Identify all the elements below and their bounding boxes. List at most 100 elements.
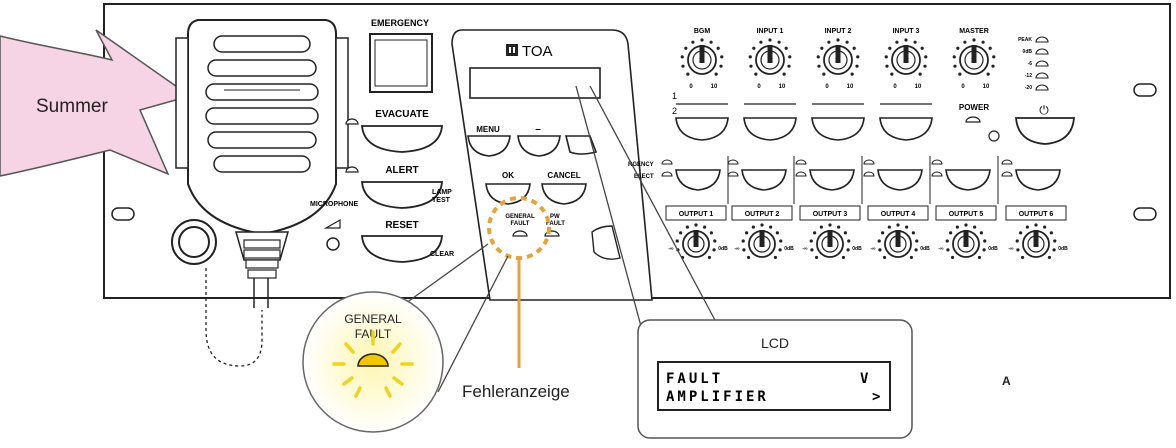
zone-select-button[interactable]: [1015, 169, 1061, 191]
summer-label: Summer: [36, 96, 108, 117]
figure-letter: A: [1002, 374, 1011, 388]
emergency-button-inner: [374, 39, 428, 87]
microphone-label: MICROPHONE: [310, 201, 359, 208]
knob-max-label: 10: [779, 84, 786, 90]
knob-max-label: 10: [915, 84, 922, 90]
general-fault-small-label-1: GENERAL: [505, 214, 535, 220]
alert-lamp: [345, 166, 359, 173]
general-fault-callout-line-b: [437, 255, 509, 393]
knob-min-label: 0: [825, 84, 829, 90]
knob-min-label: 0: [961, 84, 965, 90]
microphone: [175, 19, 349, 367]
row-select-button[interactable]: [675, 117, 729, 141]
knob-input-2[interactable]: [816, 38, 860, 76]
knob-input-1[interactable]: [748, 38, 792, 76]
microphone-strain-relief: [243, 239, 281, 279]
reset-button[interactable]: [361, 235, 443, 263]
meter-lamp: [1035, 72, 1049, 79]
next-button-partial[interactable]: [564, 135, 598, 155]
meter-label: PEAK: [1018, 37, 1032, 43]
mic-level-icon: [323, 218, 341, 229]
clear-label: CLEAR: [430, 251, 454, 258]
row-1-label: 1: [672, 91, 677, 101]
minus-button[interactable]: [517, 135, 561, 157]
power-label: POWER: [959, 103, 989, 112]
rack-slot-left: [111, 207, 135, 221]
lcd-screen: [657, 361, 891, 411]
zone-select-button[interactable]: [675, 169, 721, 191]
output-knob-6[interactable]: [1015, 223, 1057, 260]
evacuate-label: EVACUATE: [375, 109, 429, 120]
knob-master[interactable]: [952, 38, 996, 76]
emergency-lamp: [661, 159, 673, 165]
knob-bgm[interactable]: [680, 38, 724, 76]
select-lamp: [1001, 171, 1013, 177]
output-max-label: 0dB: [784, 246, 794, 252]
power-icon: ⏻: [1039, 103, 1049, 117]
meter-label: 0dB: [1023, 49, 1033, 55]
emergency-lamp: [863, 159, 875, 165]
alert-label: ALERT: [385, 165, 418, 176]
zone-select-button[interactable]: [877, 169, 923, 191]
meter-label: -6: [1028, 61, 1033, 67]
pw-fault-label-2: FAULT: [546, 221, 565, 227]
emergency-label: EMERGENCY: [371, 18, 429, 28]
head-partial-button[interactable]: [591, 225, 621, 260]
emergency-lamp: [1001, 159, 1013, 165]
output-knob-3[interactable]: [809, 223, 851, 260]
knob-label: INPUT 2: [825, 28, 852, 35]
ok-button[interactable]: [485, 183, 531, 205]
output-knob-5[interactable]: [945, 223, 987, 260]
emergency-select-label-2: ELECT: [634, 174, 654, 180]
lcd-callout-line-b: [589, 85, 717, 323]
meter-lamp: [1035, 36, 1049, 43]
zone-select-button[interactable]: [809, 169, 855, 191]
knob-min-label: 0: [893, 84, 897, 90]
output-min-label: -∞: [668, 246, 674, 252]
select-lamp: [931, 171, 943, 177]
evacuate-button[interactable]: [361, 125, 443, 153]
fehleranzeige-label: Fehleranzeige: [462, 382, 570, 401]
alert-button[interactable]: [361, 181, 443, 209]
evacuate-lamp: [345, 118, 359, 125]
zone-select-button[interactable]: [741, 169, 787, 191]
meter-lamp: [1035, 48, 1049, 55]
menu-button[interactable]: [467, 135, 511, 157]
meter-lamp: [1035, 84, 1049, 91]
row-select-button[interactable]: [811, 117, 865, 141]
mic-level-knob[interactable]: [326, 237, 340, 251]
output-min-label: -∞: [734, 246, 740, 252]
cancel-button[interactable]: [541, 183, 587, 205]
output-label-box: [935, 205, 997, 221]
panel-lcd-window: [469, 67, 601, 99]
select-lamp: [863, 171, 875, 177]
output-max-label: 0dB: [852, 246, 862, 252]
output-label: OUTPUT 4: [881, 211, 916, 218]
output-max-label: 0dB: [1058, 246, 1068, 252]
general-fault-lamp-lit: [357, 353, 389, 367]
output-knob-2[interactable]: [741, 223, 783, 260]
select-lamp: [795, 171, 807, 177]
row-select-button[interactable]: [743, 117, 797, 141]
power-button[interactable]: [1015, 117, 1075, 145]
meter-lamp: [1035, 60, 1049, 67]
row-select-button[interactable]: [879, 117, 933, 141]
output-max-label: 0dB: [988, 246, 998, 252]
output-knob-4[interactable]: [877, 223, 919, 260]
output-label-box: [731, 205, 793, 221]
zone-select-button[interactable]: [945, 169, 991, 191]
selector-button-row: [661, 103, 1061, 204]
output-knob-1[interactable]: [675, 223, 717, 260]
knob-input-3[interactable]: [884, 38, 928, 76]
output-label: OUTPUT 2: [745, 211, 780, 218]
microphone-jack: [171, 219, 217, 265]
knob-min-label: 0: [757, 84, 761, 90]
output-min-label: -∞: [802, 246, 808, 252]
lamp-test-label-1: LAMP: [432, 189, 452, 196]
output-label: OUTPUT 5: [949, 211, 984, 218]
general-fault-callout-line1: GENERAL: [344, 312, 402, 326]
ok-label: OK: [502, 171, 514, 180]
knob-min-label: 0: [689, 84, 693, 90]
